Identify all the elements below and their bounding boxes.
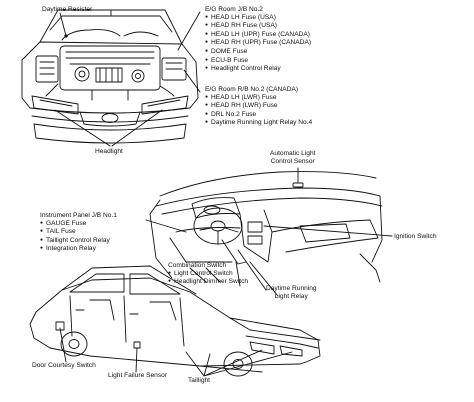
car-illustration bbox=[29, 265, 321, 377]
eg-room-jb2-item: HEAD LH Fuse (USA) bbox=[205, 14, 311, 23]
combination-switch-title: Combination Switch bbox=[168, 262, 227, 269]
combination-switch-item: Light Control Switch bbox=[168, 270, 248, 279]
eg-room-jb2-item: HEAD RH (UPR) Fuse (CANADA) bbox=[205, 39, 311, 48]
daytime-resister-label: Daytime Resister bbox=[42, 6, 93, 13]
instrument-panel-jb1-item: Integration Relay bbox=[40, 245, 117, 254]
daytime-running-relay-line1: Daytime Running bbox=[266, 285, 317, 292]
instrument-panel-jb1-item: GAUGE Fuse bbox=[40, 220, 117, 229]
eg-room-jb2-item: DOME Fuse bbox=[205, 48, 311, 57]
ignition-switch-label: Ignition Switch bbox=[394, 233, 437, 240]
eg-room-rb2-title: E/G Room R/B No.2 (CANADA) bbox=[205, 86, 299, 93]
eg-room-jb2-title: E/G Room J/B No.2 bbox=[205, 6, 263, 13]
eg-room-rb2-item: Daytime Running Light Relay No.4 bbox=[205, 119, 312, 128]
dashboard-illustration bbox=[149, 171, 383, 283]
automatic-light-sensor-line2: Control Sensor bbox=[270, 157, 315, 165]
automatic-light-sensor-label: Automatic Light Control Sensor bbox=[270, 150, 315, 165]
eg-room-rb2-item: HEAD RH (LWR) Fuse bbox=[205, 102, 312, 111]
instrument-panel-jb1-title: Instrument Panel J/B No.1 bbox=[40, 212, 117, 219]
daytime-running-relay-line2: Light Relay bbox=[274, 292, 308, 300]
eg-room-rb2-item: DRL No.2 Fuse bbox=[205, 111, 312, 120]
instrument-panel-jb1-item: TAIL Fuse bbox=[40, 228, 117, 237]
combination-switch-block: Combination Switch Light Control Switch … bbox=[168, 262, 248, 287]
eg-room-jb2-item: HEAD RH Fuse (USA) bbox=[205, 22, 311, 31]
eg-room-rb2-item: HEAD LH (LWR) Fuse bbox=[205, 94, 312, 103]
door-courtesy-switch-label: Door Courtesy Switch bbox=[32, 362, 96, 369]
instrument-panel-jb1-item: Taillight Control Relay bbox=[40, 237, 117, 246]
eg-room-jb2-item: Headlight Control Relay bbox=[205, 65, 311, 74]
eg-room-jb2-block: E/G Room J/B No.2 HEAD LH Fuse (USA) HEA… bbox=[205, 6, 311, 74]
light-failure-sensor-label: Light Failure Sensor bbox=[108, 372, 168, 379]
headlight-label: Headlight bbox=[95, 148, 123, 155]
eg-room-jb2-item: ECU-B Fuse bbox=[205, 57, 311, 66]
automatic-light-sensor-line1: Automatic Light bbox=[270, 150, 316, 157]
taillight-label: Taillight bbox=[188, 377, 210, 384]
eg-room-jb2-item: HEAD LH (UPR) Fuse (CANADA) bbox=[205, 31, 311, 40]
combination-switch-item: Headlight Dimmer Switch bbox=[168, 278, 248, 287]
daytime-running-relay-label: Daytime Running Light Relay bbox=[266, 285, 317, 300]
engine-bay-illustration bbox=[21, 9, 199, 144]
eg-room-rb2-block: E/G Room R/B No.2 (CANADA) HEAD LH (LWR)… bbox=[205, 86, 312, 128]
instrument-panel-jb1-block: Instrument Panel J/B No.1 GAUGE Fuse TAI… bbox=[40, 212, 117, 254]
